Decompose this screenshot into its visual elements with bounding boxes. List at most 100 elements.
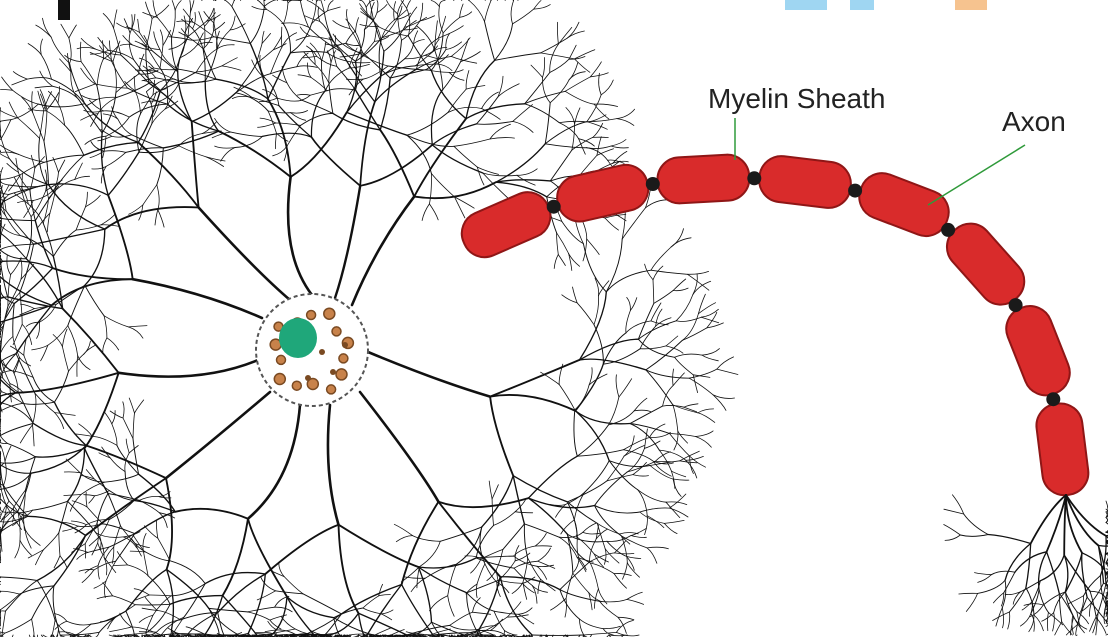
dendrite-branch — [157, 18, 171, 37]
dendrite-branch — [117, 83, 149, 97]
dendrite-branch — [267, 9, 284, 23]
axon-label: Axon — [1002, 106, 1066, 137]
dendrite-branch — [15, 540, 20, 558]
dendrite-branch — [25, 530, 40, 546]
dendrite-branch — [256, 43, 262, 63]
dendrite-branch — [514, 546, 536, 556]
dendrite-branch — [627, 297, 631, 310]
dendrite-branch — [137, 114, 141, 152]
node-of-ranvier — [547, 200, 561, 214]
dendrite-branch — [98, 566, 99, 579]
dendrite-branch — [619, 379, 632, 397]
dendrite-branch — [92, 436, 117, 445]
dendrite-branch — [964, 514, 988, 535]
dendrite-branch — [68, 501, 96, 532]
dendrite-branch — [222, 58, 237, 66]
dendrite-branch — [1, 531, 3, 552]
dendrite-branch — [103, 13, 113, 28]
dendrite-branch — [993, 612, 1010, 621]
dendrite-branch — [166, 392, 270, 478]
dendrite-branch — [49, 185, 105, 230]
dendrite-branch — [583, 523, 597, 532]
dendrite-branch — [12, 79, 27, 85]
dendrite-branch — [640, 512, 665, 523]
dendrite-branch — [477, 564, 485, 584]
dendrite-branch — [638, 321, 676, 339]
dendrite-branch — [567, 534, 573, 573]
dendrite-branch — [422, 204, 429, 221]
dendrite-branch — [630, 298, 636, 311]
dendrite-branch — [5, 446, 11, 462]
dendrite-branch — [125, 472, 134, 501]
node-of-ranvier — [848, 184, 862, 198]
top-edge-artifacts — [58, 0, 987, 20]
dendrite-branch — [113, 565, 127, 566]
dendrite-branch — [54, 402, 86, 445]
dendrite-branch — [448, 564, 457, 596]
dendrite-branch — [451, 56, 477, 63]
dendrite-branch — [469, 1, 484, 22]
dendrite-branch — [223, 519, 248, 596]
dendrite-branch — [268, 53, 291, 99]
dendrite-branch — [72, 501, 87, 507]
dendrite-branch — [1, 465, 32, 473]
dendrite-branch — [0, 578, 1, 582]
dendrite-branch — [686, 456, 704, 460]
dendrite-branch — [448, 107, 482, 112]
dendrite-branch — [277, 133, 289, 141]
dendrite-branch — [121, 55, 149, 83]
dendrite-branch — [135, 604, 170, 605]
dendrite-branch — [690, 456, 706, 467]
dendrite-branch — [454, 139, 490, 146]
dendrite-branch — [631, 536, 646, 538]
dendrite-branch — [133, 279, 262, 318]
dendrite-branch — [232, 0, 235, 6]
dendrite-branch — [179, 146, 206, 157]
dendrite-branch — [640, 346, 666, 349]
dendrite-branch — [296, 36, 310, 40]
dendrite-branch — [675, 354, 702, 357]
dendrite-branch — [633, 475, 649, 476]
dendrite-branch — [43, 533, 58, 550]
node-of-ranvier — [941, 223, 955, 237]
dendrite-branch — [347, 9, 351, 28]
dendrite-branch — [158, 538, 170, 561]
dendrite-branch — [297, 66, 317, 68]
dendrite-branch — [328, 405, 339, 525]
dendrite-branch — [126, 439, 129, 453]
node-of-ranvier — [747, 171, 761, 185]
dendrite-branch — [86, 446, 166, 479]
dendrite-branch — [647, 516, 664, 528]
dendrite-branch — [35, 448, 84, 457]
dendrite-branch — [633, 462, 647, 474]
dendrite-branch — [569, 72, 585, 80]
dendrite-branch — [485, 22, 495, 61]
dendrite-branch — [499, 580, 523, 583]
dendrite-branch — [172, 10, 176, 37]
dendrite-branch — [329, 63, 331, 84]
dendrite-branch — [129, 33, 133, 60]
node-of-ranvier — [1009, 298, 1023, 312]
dendrite-branch — [41, 55, 51, 80]
dendrite-branch — [601, 80, 613, 95]
dendrite-branch — [35, 221, 52, 268]
dendrite-branch — [541, 38, 568, 53]
dendrite-branch — [190, 1, 194, 13]
dendrite-branch — [301, 95, 311, 100]
dendrite-branch — [287, 83, 302, 100]
dendrite-branch — [34, 229, 105, 244]
dendrite-branch — [328, 7, 341, 11]
dendrite-branch — [991, 571, 1015, 575]
dendrite-branch — [214, 23, 218, 47]
dendrite-branch — [988, 535, 1031, 544]
dendrite-branch — [567, 31, 584, 38]
dendrite-branch — [531, 65, 543, 77]
organelle — [307, 311, 316, 320]
dendrite-branch — [565, 91, 594, 104]
dendrite-branch — [135, 68, 153, 70]
dendrite-branch — [477, 167, 498, 174]
dendrite-branch — [1, 510, 9, 513]
dendrite-branch — [33, 393, 36, 425]
dendrite-branch — [276, 591, 304, 594]
dendrite-branch — [554, 255, 558, 269]
